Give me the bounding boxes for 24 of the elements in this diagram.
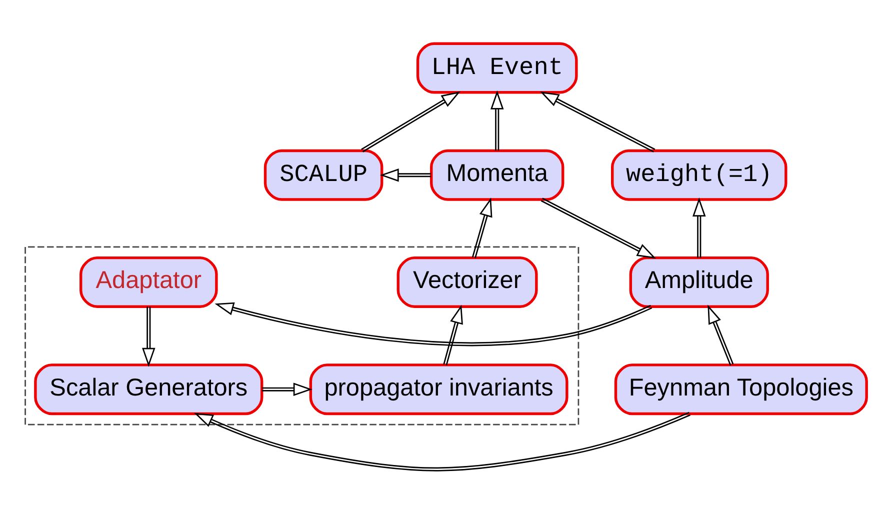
arrow <box>692 197 706 258</box>
node-box: Vectorizer <box>396 256 538 308</box>
arrow <box>490 90 504 150</box>
node-box: SCALUP <box>263 148 383 200</box>
arrow <box>707 304 734 366</box>
arrow <box>360 90 460 152</box>
arrow <box>142 306 155 366</box>
arrow <box>194 411 690 471</box>
arrow <box>214 302 652 346</box>
arrow <box>442 304 462 365</box>
arrow <box>379 168 430 182</box>
cluster <box>24 246 579 425</box>
arrow <box>540 91 655 152</box>
node-box: Scalar Generators <box>34 363 263 415</box>
arrow <box>540 197 656 258</box>
arrow <box>471 197 492 258</box>
node-box: propagator invariants <box>308 363 568 415</box>
node-box: Amplitude <box>628 256 768 308</box>
node-box: Adaptator <box>79 256 218 308</box>
node-box: Feynman Topologies <box>614 363 868 415</box>
node-box: weight(=1) <box>610 148 787 200</box>
node-box: Momenta <box>430 148 564 200</box>
arrow <box>262 382 312 396</box>
node-box: LHA Event <box>416 42 578 94</box>
